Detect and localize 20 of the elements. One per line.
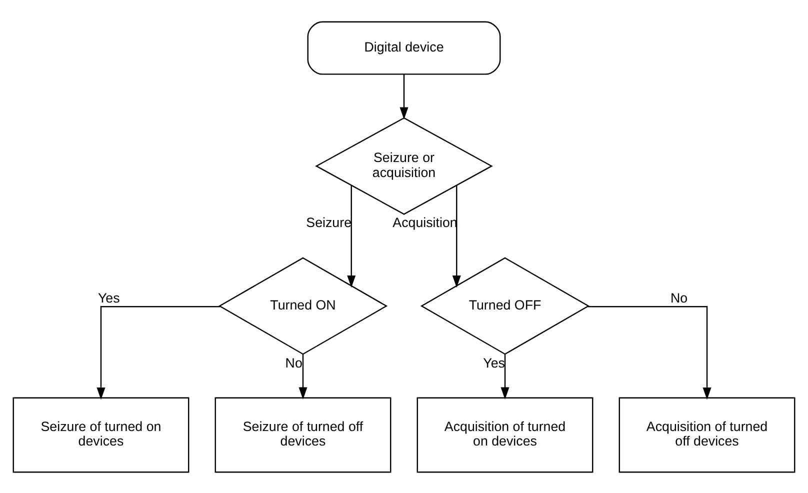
arrow <box>347 185 356 288</box>
node-diamond: Turned ON <box>218 256 388 354</box>
arrow <box>298 354 308 399</box>
node-box: Seizure of turned on devices <box>12 396 190 472</box>
edge-label: Seizure <box>306 214 352 230</box>
node-diamond: Turned OFF <box>420 256 590 354</box>
arrow <box>452 185 461 288</box>
edge-label: No <box>670 290 688 306</box>
node-box: Acquisition of turned off devices <box>618 396 796 472</box>
arrow <box>400 74 408 119</box>
arrow <box>96 306 220 400</box>
edge-label: Yes <box>483 354 505 370</box>
edge-label: Yes <box>98 290 120 306</box>
node-box: Digital device <box>307 20 501 74</box>
arrow <box>588 306 712 400</box>
edge-label: No <box>285 354 302 370</box>
node-box: Acquisition of turned on devices <box>416 396 594 472</box>
node-box: Seizure of turned off devices <box>214 396 392 472</box>
arrow <box>500 354 510 399</box>
node-diamond: Seizure or acquisition <box>315 116 493 214</box>
